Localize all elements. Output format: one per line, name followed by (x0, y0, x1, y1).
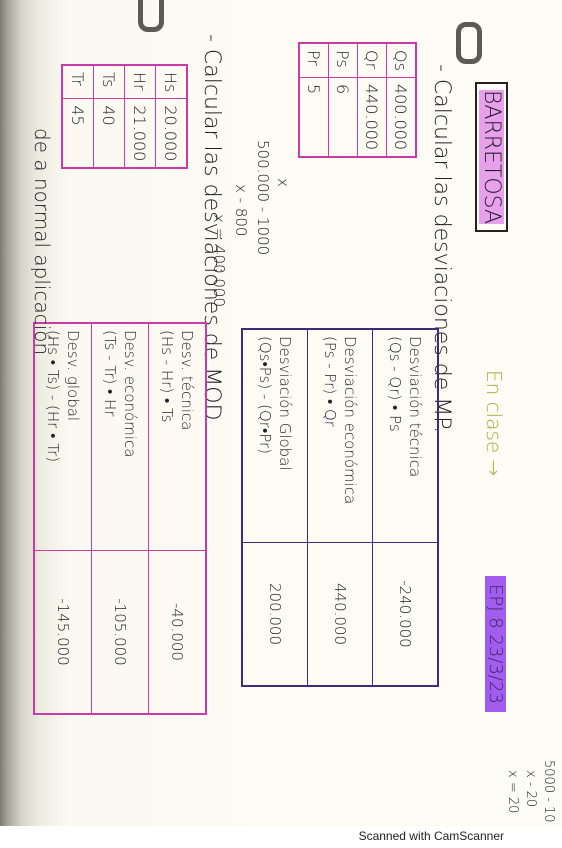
table-cell: 440.000 (357, 77, 387, 158)
en-clase-note: En clase → (482, 370, 506, 477)
result-label-cell: Desv. técnica(Hs - Hr) • Ts (148, 323, 206, 551)
purple-date-label: EPJ 8 23/3/23 (485, 576, 506, 712)
result-formula: (Hs - Hr) • Ts (158, 330, 176, 423)
table-cell: 400.000 (386, 77, 416, 158)
binder-ring-right (456, 22, 482, 64)
result-value: -105.000 (91, 550, 149, 714)
result-formula: (Qs•Ps) - (Qr•Pr) (256, 336, 274, 455)
table-cell: Tr (62, 65, 94, 99)
result-name: Desviación económica (341, 336, 359, 505)
mp-results-table: Desviación técnica(Qs - Qr) • Ps -240.00… (241, 328, 439, 687)
result-value: -240.000 (372, 542, 438, 686)
result-value: -145.000 (34, 550, 92, 714)
result-formula: (Ts - Tr) • Hr (101, 330, 119, 417)
result-label-cell: Desv. económica(Ts - Tr) • Hr (91, 323, 149, 551)
result-name: Desviación Global (276, 336, 294, 471)
table-row: Desv. económica(Ts - Tr) • Hr -105.000 (91, 323, 149, 714)
result-label-cell: Desviación técnica(Qs - Qr) • Ps (372, 329, 438, 543)
table-row: Desv. técnica(Hs - Hr) • Ts -40.000 (148, 323, 206, 714)
result-formula: (Qs - Qr) • Ps (386, 336, 404, 432)
calc-line-1: 500.000 - 1000 (254, 140, 272, 256)
result-name: Desv. económica (121, 330, 139, 458)
result-name: Desv. global (64, 330, 82, 422)
mod-results-table: Desv. técnica(Hs - Hr) • Ts -40.000 Desv… (33, 322, 207, 715)
table-cell: Ps (328, 43, 358, 78)
margin-line-2: x - 20 (523, 770, 538, 808)
result-name: Desviación técnica (406, 336, 424, 478)
table-cell: 45 (62, 98, 94, 169)
table-cell: 40 (93, 98, 125, 169)
table-cell: Qr (357, 43, 387, 78)
table-row: Desviación técnica(Qs - Qr) • Ps -240.00… (372, 329, 438, 686)
table-cell: Ts (93, 65, 125, 99)
result-value: 440.000 (307, 542, 373, 686)
table-row: Desviación económica(Ps - Pr) • Qr 440.0… (307, 329, 373, 686)
title-box: BARRETOSA (475, 82, 508, 233)
result-formula: (Hs • Ts) - (Hr • Tr) (44, 330, 62, 463)
table-row: Desv. global(Hs • Ts) - (Hr • Tr) -145.0… (34, 323, 92, 714)
scanner-watermark: Scanned with CamScanner (358, 829, 504, 843)
margin-line-1: 5000 - 10 (541, 760, 556, 823)
table-cell: Hr (124, 65, 156, 99)
table-cell: 21.000 (124, 98, 156, 169)
result-formula: (Ps - Pr) • Qr (321, 336, 339, 427)
table-cell: Hs (155, 65, 187, 99)
result-value: -40.000 (148, 550, 206, 714)
calc-x: x (274, 178, 292, 187)
side-note: de a normal aplicación (30, 128, 54, 356)
table-cell: 6 (328, 77, 358, 158)
result-label-cell: Desviación económica(Ps - Pr) • Qr (307, 329, 373, 543)
scanner-footer-bar: Scanned with CamScanner (0, 826, 562, 848)
table-cell: Qs (386, 43, 416, 78)
binder-ring-left (138, 0, 164, 32)
result-label-cell: Desv. global(Hs • Ts) - (Hr • Tr) (34, 323, 92, 551)
table-cell: 5 (299, 77, 329, 158)
table-cell: Pr (299, 43, 329, 78)
result-value: 200.000 (242, 542, 308, 686)
calc-line-2: x - 800 (232, 184, 250, 237)
margin-line-3: x = 20 (505, 770, 520, 814)
page-title: BARRETOSA (479, 90, 504, 225)
result-name: Desv. técnica (178, 330, 196, 431)
result-label-cell: Desviación Global(Qs•Ps) - (Qr•Pr) (242, 329, 308, 543)
table-row: Desviación Global(Qs•Ps) - (Qr•Pr) 200.0… (242, 329, 308, 686)
table-cell: 20.000 (155, 98, 187, 169)
